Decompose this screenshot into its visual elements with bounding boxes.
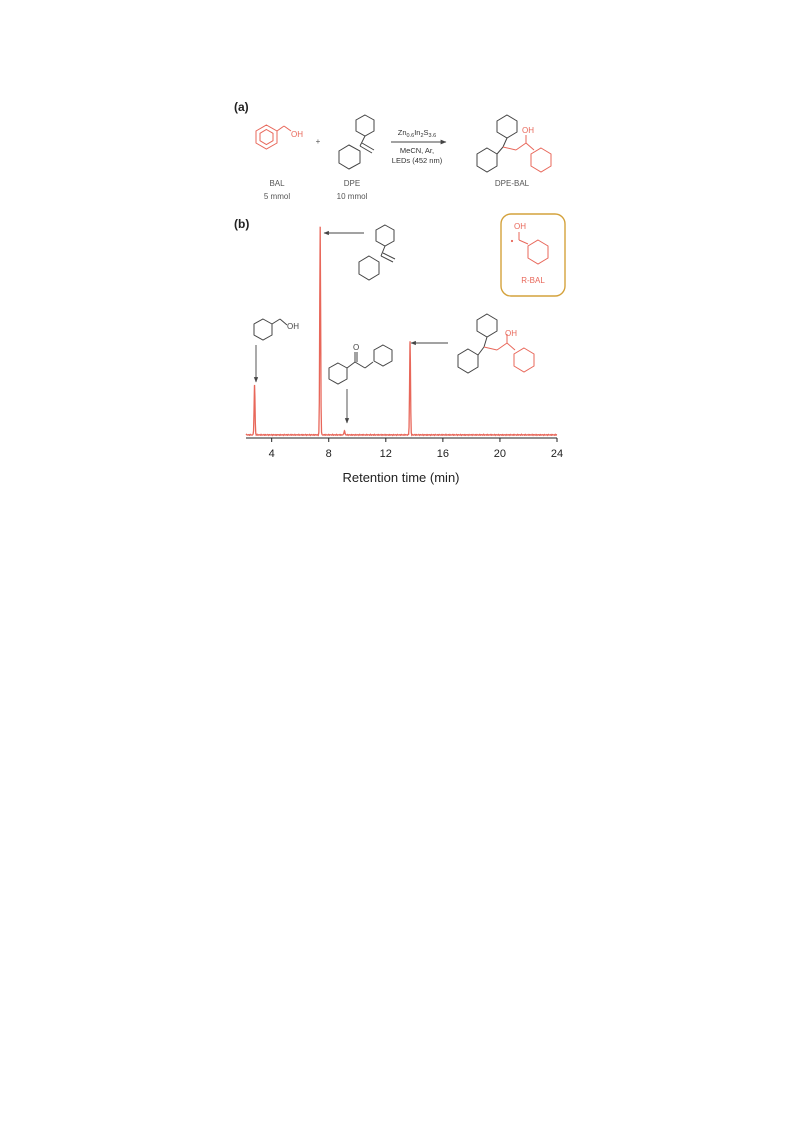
conditions-line-1: MeCN, Ar, — [400, 146, 434, 155]
catalyst-formula: Zn0.6In2S3.6 — [398, 128, 436, 139]
dpe-bal-peak-structure: OH — [410, 313, 535, 374]
dpe-amount: 10 mmol — [337, 192, 368, 201]
dpe-bal-peak-oh-label: OH — [505, 329, 517, 338]
x-tick-label: 4 — [269, 448, 275, 460]
x-tick-label: 16 — [437, 448, 449, 460]
plus-sign: + — [316, 137, 321, 146]
x-tick-label: 12 — [380, 448, 392, 460]
x-tick-label: 8 — [326, 448, 332, 460]
x-tick-label: 24 — [551, 448, 563, 460]
bal-peak-oh-label: OH — [287, 322, 299, 331]
bal-peak-structure: OH — [253, 318, 299, 383]
inset-label: R-BAL — [521, 276, 545, 285]
chromatogram-trace — [245, 226, 558, 437]
ketone-o-label: O — [353, 343, 359, 352]
bal-oh-label: OH — [291, 130, 303, 139]
x-ticks: 4 8 12 16 20 24 — [269, 438, 563, 460]
x-axis-title: Retention time (min) — [342, 470, 459, 485]
r-bal-inset: OH R-BAL — [500, 213, 566, 297]
inset-oh-label: OH — [514, 222, 526, 231]
bal-structure: OH — [255, 124, 303, 150]
bal-amount: 5 mmol — [264, 192, 290, 201]
product-name: DPE-BAL — [495, 179, 530, 188]
x-tick-label: 20 — [494, 448, 506, 460]
dpe-peak-structure — [323, 224, 396, 281]
conditions-line-2: LEDs (452 nm) — [392, 156, 443, 165]
chromatogram: 4 8 12 16 20 24 Retention time (min) — [245, 226, 563, 485]
ketone-peak-structure: O — [328, 343, 393, 424]
bal-name: BAL — [269, 179, 285, 188]
product-oh-label: OH — [522, 126, 534, 135]
panel-a-label: (a) — [234, 100, 249, 114]
panel-b-label: (b) — [234, 217, 249, 231]
dpe-name: DPE — [344, 179, 360, 188]
dpe-bal-structure: OH — [476, 114, 552, 173]
dpe-structure — [338, 114, 375, 170]
